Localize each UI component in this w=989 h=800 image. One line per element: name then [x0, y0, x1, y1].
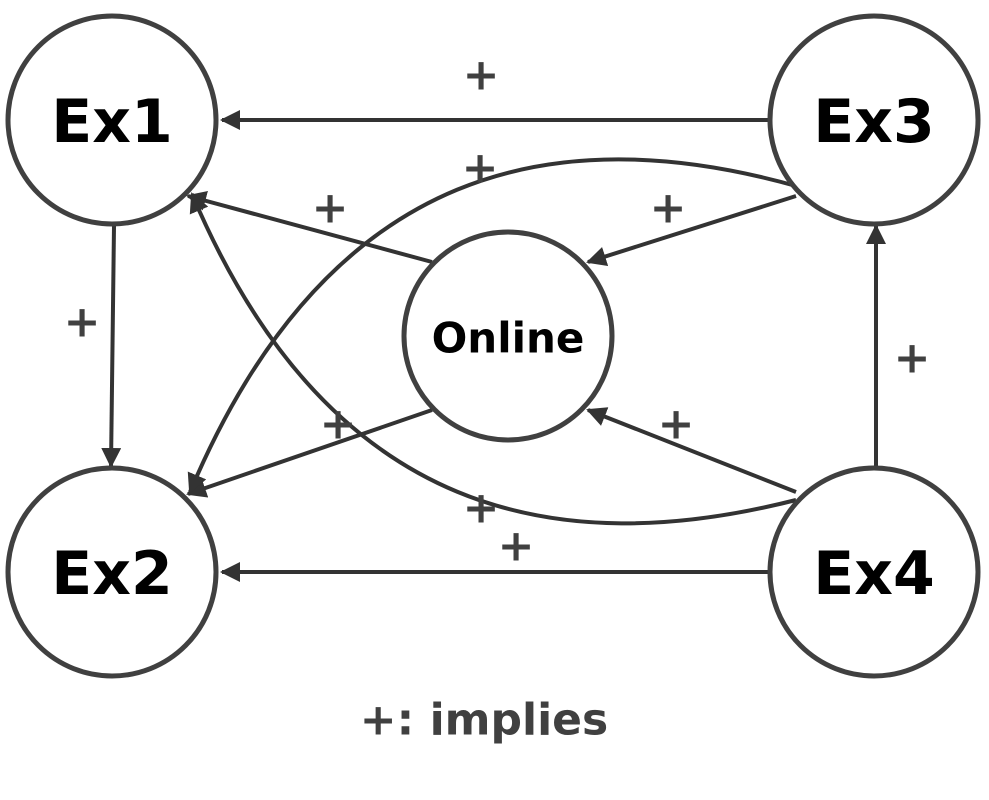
- edge-ex3-to-ex2: [187, 157, 797, 494]
- edge-ex4-to-online: [586, 407, 797, 494]
- node-ex4-label: Ex4: [813, 539, 934, 609]
- edge-online-to-ex2: [186, 408, 433, 498]
- edge-label-ex1-ex2: +: [64, 297, 101, 348]
- node-ex1-label: Ex1: [51, 87, 172, 157]
- edge-label-ex3-ex1: +: [463, 50, 500, 101]
- edge-ex3-to-online: [586, 194, 797, 267]
- node-online-label: Online: [432, 314, 585, 363]
- node-ex3-label: Ex3: [813, 87, 934, 157]
- edge-label-ex4-online: +: [658, 399, 695, 450]
- node-online-circle: [401, 229, 615, 443]
- node-ex4: Ex4: [767, 465, 981, 679]
- node-ex2-circle: [5, 465, 219, 679]
- node-ex4-circle: [767, 465, 981, 679]
- node-ex3: Ex3: [767, 13, 981, 227]
- edge-label-online-ex1: +: [312, 183, 349, 234]
- edge-label-ex3-online: +: [650, 183, 687, 234]
- node-ex1: Ex1: [5, 13, 219, 227]
- node-ex2-label: Ex2: [51, 539, 172, 609]
- node-ex3-circle: [767, 13, 981, 227]
- edge-online-to-ex1: [186, 191, 433, 264]
- node-ex2: Ex2: [5, 465, 219, 679]
- node-ex1-circle: [5, 13, 219, 227]
- edge-label-ex4-ex3: +: [894, 333, 931, 384]
- edge-label-ex3-ex2: +: [462, 143, 499, 194]
- edge-ex1-to-ex2: [101, 225, 122, 468]
- legend-text: +: implies: [360, 695, 608, 746]
- edge-label-ex4-ex2: +: [498, 521, 535, 572]
- edge-label-online-ex2: +: [320, 399, 357, 450]
- edge-label-ex4-ex1: +: [463, 483, 500, 534]
- edge-labels: + + + + + + + + + +: [64, 50, 931, 572]
- edges: [101, 110, 886, 582]
- edge-ex4-to-ex1: [189, 192, 797, 526]
- node-online: Online: [401, 229, 615, 443]
